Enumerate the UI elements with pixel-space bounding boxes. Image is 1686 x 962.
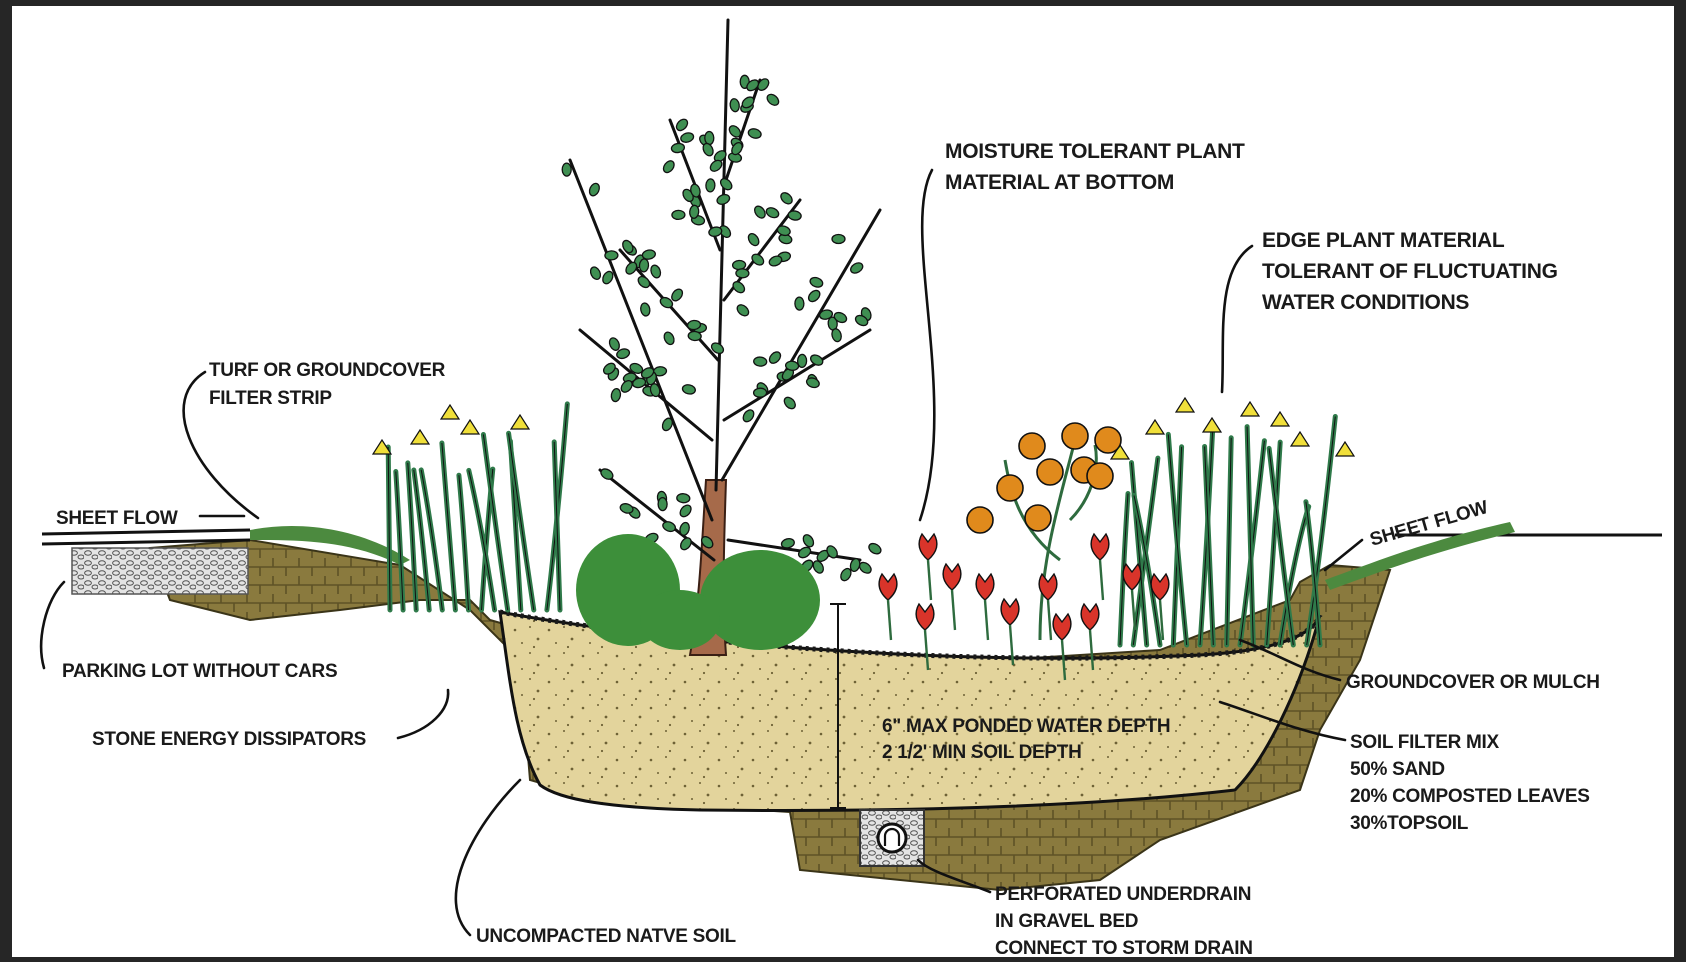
soil-filter-line-3: 20% COMPOSTED LEAVES <box>1350 786 1590 807</box>
edge-plant-line-3: WATER CONDITIONS <box>1262 291 1469 314</box>
orange-flower-head <box>1095 427 1121 453</box>
turf-filter-line-2: FILTER STRIP <box>209 388 332 409</box>
groundcover-mulch-label: GROUNDCOVER OR MULCH <box>1346 672 1600 693</box>
tree-leaf <box>605 251 618 260</box>
tree-leaf <box>753 388 766 397</box>
soil-filter-line-1: SOIL FILTER MIX <box>1350 732 1500 753</box>
underdrain-line-2: IN GRAVEL BED <box>995 911 1138 932</box>
soil-filter-line-4: 30%TOPSOIL <box>1350 813 1469 834</box>
moisture-tolerant-line-2: MATERIAL AT BOTTOM <box>945 171 1174 194</box>
tree-leaf <box>706 179 716 192</box>
tree-leaf <box>658 498 667 511</box>
tree-leaf <box>639 259 649 273</box>
underdrain-line-3: CONNECT TO STORM DRAIN <box>995 938 1253 957</box>
tree-leaf <box>736 269 749 278</box>
parking-lot-gravel <box>72 548 248 594</box>
orange-flower-head <box>967 507 993 533</box>
soil-depth-text: 2 1/2' MIN SOIL DEPTH <box>882 742 1082 763</box>
orange-flower-head <box>1087 463 1113 489</box>
tree-leaf <box>672 210 685 219</box>
tree-leaf <box>832 235 845 244</box>
parking-lot-label: PARKING LOT WITHOUT CARS <box>62 661 337 682</box>
moisture-tolerant-line-1: MOISTURE TOLERANT PLANT <box>945 140 1245 163</box>
tree-leaf <box>562 163 571 176</box>
orange-flower-head <box>997 475 1023 501</box>
underdrain-line-1: PERFORATED UNDERDRAIN <box>995 884 1251 905</box>
orange-flower-head <box>1062 423 1088 449</box>
tree-leaf <box>688 331 702 341</box>
stone-dissipators-label: STONE ENERGY DISSIPATORS <box>92 729 366 750</box>
edge-plant-line-1: EDGE PLANT MATERIAL <box>1262 229 1505 252</box>
ponded-depth-text: 6" MAX PONDED WATER DEPTH <box>882 716 1170 737</box>
tree-leaf <box>705 131 714 144</box>
uncompacted-soil-label: UNCOMPACTED NATVE SOIL <box>476 926 736 947</box>
tree-leaf <box>753 357 767 367</box>
sheet-flow-left-label: SHEET FLOW <box>56 508 178 529</box>
soil-filter-line-2: 50% SAND <box>1350 759 1445 780</box>
orange-flower-head <box>1019 433 1045 459</box>
tree-leaf <box>677 493 691 503</box>
edge-plant-line-2: TOLERANT OF FLUCTUATING <box>1262 260 1558 283</box>
orange-flower-head <box>1025 505 1051 531</box>
turf-filter-line-1: TURF OR GROUNDCOVER <box>209 360 446 381</box>
orange-flower-head <box>1037 459 1063 485</box>
tree-leaf <box>795 297 804 310</box>
